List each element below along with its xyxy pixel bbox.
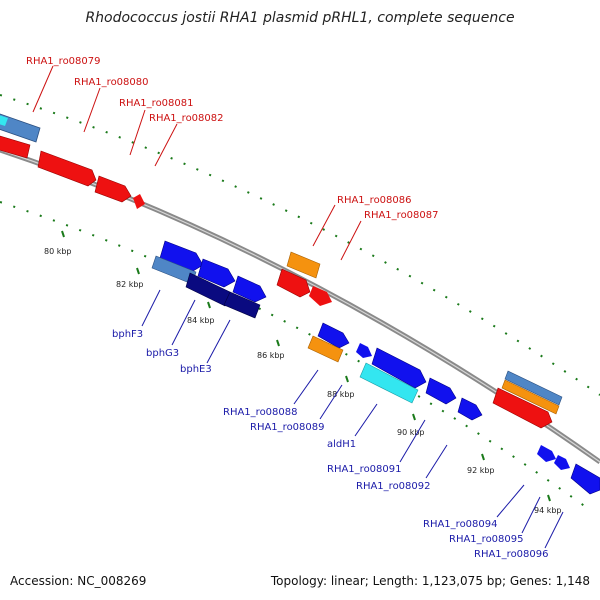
label-bphG3: bphG3 bbox=[146, 348, 179, 359]
gene-RHA1_ro08087[interactable] bbox=[276, 268, 311, 298]
label-RHA1_ro08080: RHA1_ro08080 bbox=[74, 77, 149, 88]
tick-label-92: 92 kbp bbox=[467, 466, 495, 475]
gene-RHA1_ro08079[interactable] bbox=[0, 113, 41, 143]
sequence-backbone bbox=[0, 147, 600, 465]
gene-RHA1_ro08088[interactable] bbox=[307, 335, 344, 363]
bottom-label-leaders bbox=[141, 289, 564, 549]
gene-RHA1_ro08095[interactable] bbox=[554, 455, 570, 470]
gene-blue-7[interactable] bbox=[425, 377, 457, 405]
label-aldH1: aldH1 bbox=[327, 439, 356, 450]
label-RHA1_ro08096: RHA1_ro08096 bbox=[474, 549, 549, 560]
gene-blue-8[interactable] bbox=[457, 397, 483, 421]
gene-blue-5[interactable] bbox=[356, 343, 372, 358]
gene-red-2[interactable] bbox=[37, 150, 97, 187]
label-RHA1_ro08094: RHA1_ro08094 bbox=[423, 519, 498, 530]
tick-label-82: 82 kbp bbox=[116, 280, 144, 289]
tick-label-86: 86 kbp bbox=[257, 351, 285, 360]
label-RHA1_ro08079: RHA1_ro08079 bbox=[26, 56, 101, 67]
kbp-ticks: 80 kbp 82 kbp 84 kbp 86 kbp 88 kbp 90 kb… bbox=[44, 230, 562, 515]
inner-tick-track bbox=[0, 201, 591, 511]
gene-orange-right[interactable] bbox=[501, 379, 560, 415]
label-bphE3: bphE3 bbox=[180, 364, 212, 375]
label-RHA1_ro08082: RHA1_ro08082 bbox=[149, 113, 224, 124]
label-RHA1_ro08086: RHA1_ro08086 bbox=[337, 195, 412, 206]
gene-steel-right[interactable] bbox=[504, 370, 563, 406]
gene-bphG3[interactable] bbox=[185, 272, 231, 307]
label-RHA1_ro08081: RHA1_ro08081 bbox=[119, 98, 194, 109]
gene-blue-1[interactable] bbox=[159, 240, 204, 272]
accession-label: Accession: NC_008269 bbox=[10, 574, 147, 588]
map-title: Rhodococcus jostii RHA1 plasmid pRHL1, c… bbox=[85, 10, 515, 26]
tick-label-88: 88 kbp bbox=[327, 390, 355, 399]
gene-blue-6[interactable] bbox=[371, 347, 427, 389]
label-RHA1_ro08089: RHA1_ro08089 bbox=[250, 422, 325, 433]
label-RHA1_ro08087: RHA1_ro08087 bbox=[364, 210, 439, 221]
gene-red-small[interactable] bbox=[309, 286, 332, 306]
label-RHA1_ro08088: RHA1_ro08088 bbox=[223, 407, 298, 418]
label-bphF3: bphF3 bbox=[112, 329, 143, 340]
tick-label-94: 94 kbp bbox=[534, 506, 562, 515]
gene-aldH1[interactable] bbox=[359, 362, 419, 404]
tick-label-80: 80 kbp bbox=[44, 247, 72, 256]
tick-label-84: 84 kbp bbox=[187, 316, 215, 325]
label-RHA1_ro08091: RHA1_ro08091 bbox=[327, 464, 402, 475]
tick-label-90: 90 kbp bbox=[397, 428, 425, 437]
gene-RHA1_ro08096[interactable] bbox=[570, 463, 600, 495]
gene-red-right[interactable] bbox=[492, 387, 553, 429]
top-gene-labels: RHA1_ro08079 RHA1_ro08080 RHA1_ro08081 R… bbox=[26, 56, 439, 221]
gene-RHA1_ro08082[interactable] bbox=[133, 194, 145, 209]
bottom-gene-labels: bphF3 bphG3 bphE3 RHA1_ro08088 RHA1_ro08… bbox=[112, 329, 549, 560]
gene-blue-2[interactable] bbox=[197, 258, 236, 288]
gene-bphE3[interactable] bbox=[223, 291, 261, 319]
outer-tick-track bbox=[0, 94, 600, 396]
gene-red-3[interactable] bbox=[94, 175, 132, 203]
gene-blue-3[interactable] bbox=[232, 275, 267, 303]
gene-RHA1_ro08094[interactable] bbox=[537, 445, 556, 462]
gene-blue-4[interactable] bbox=[317, 322, 350, 349]
gene-cyan-left[interactable] bbox=[0, 112, 8, 126]
forward-strand-genes bbox=[0, 112, 563, 429]
topology-label: Topology: linear; Length: 1,123,075 bp; … bbox=[270, 574, 590, 588]
label-RHA1_ro08095: RHA1_ro08095 bbox=[449, 534, 524, 545]
gene-RHA1_ro08080[interactable] bbox=[0, 135, 31, 159]
gene-RHA1_ro08086[interactable] bbox=[286, 251, 321, 279]
label-RHA1_ro08092: RHA1_ro08092 bbox=[356, 481, 431, 492]
top-label-leaders bbox=[32, 65, 362, 261]
reverse-strand-genes bbox=[151, 240, 600, 495]
